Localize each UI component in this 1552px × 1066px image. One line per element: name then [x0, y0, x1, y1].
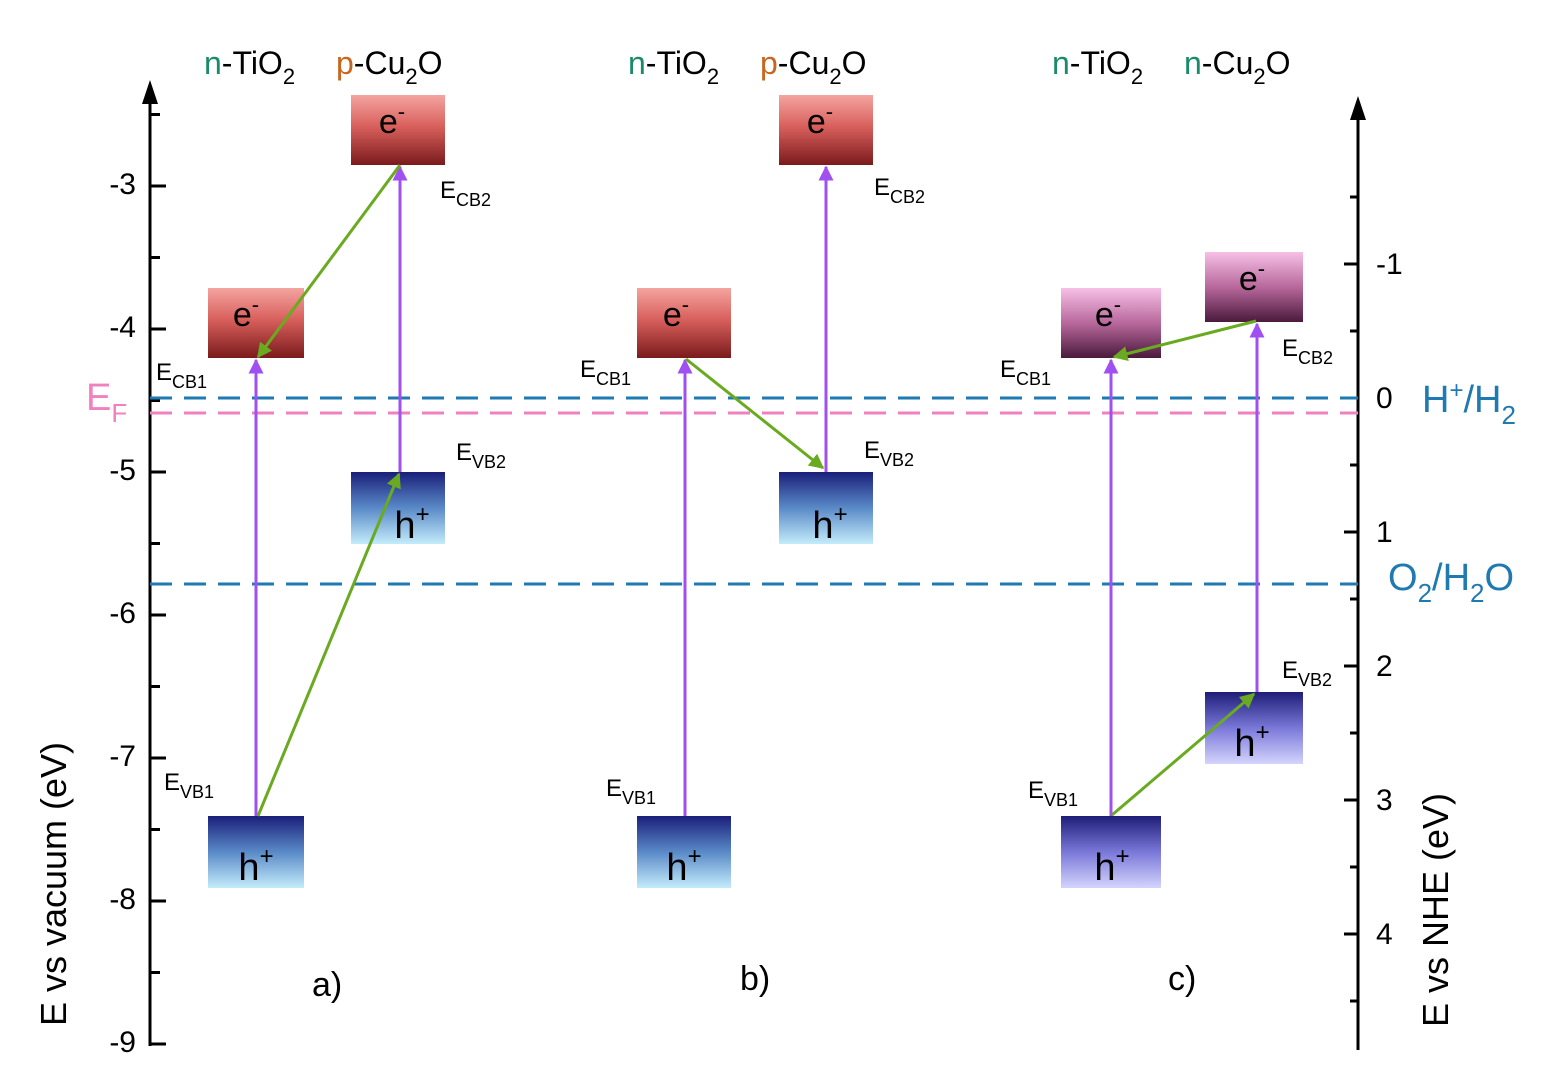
left-tick-label: -8 [109, 883, 136, 916]
panel-c: n-TiO2 n-Cu2O e- e- h+ h+ ECB1 EVB1 ECB2… [1000, 45, 1333, 998]
left-tick-label: -9 [109, 1026, 136, 1059]
panel-b-cb1-box [637, 288, 731, 358]
left-axis: -3 -4 -5 -6 -7 -8 -9 E vs vacuum (eV) [33, 80, 166, 1059]
right-axis: -1 0 1 2 3 4 E vs NHE (eV) [1344, 96, 1456, 1050]
panel-c-material-1: n-TiO2 [1052, 45, 1143, 89]
left-tick-label: -5 [109, 454, 136, 487]
panel-a-evb2-label: EVB2 [456, 439, 506, 472]
panel-b-evb2-label: EVB2 [864, 437, 914, 470]
left-tick-label: -7 [109, 740, 136, 773]
panel-a-cb2-electron: e- [379, 99, 405, 141]
right-tick-label: 0 [1376, 382, 1393, 415]
panel-b-vb1-hole: h+ [666, 843, 701, 889]
panel-a-vb1-hole: h+ [238, 843, 273, 889]
panel-a-electron-transfer [256, 164, 402, 359]
panel-c-cb1-box [1061, 288, 1161, 358]
left-tick-label: -4 [109, 311, 136, 344]
right-axis-title: E vs NHE (eV) [1415, 793, 1456, 1027]
right-axis-ticks [1344, 195, 1358, 1003]
panel-c-ecb1-label: ECB1 [1000, 356, 1051, 389]
panel-c-hole-transfer [1111, 692, 1256, 817]
o2-couple-label: O2/H2O [1388, 557, 1514, 608]
panel-a-cb1-electron: e- [233, 292, 259, 334]
h2-couple-label: H+/H2 [1422, 377, 1516, 430]
fermi-label: EF [86, 377, 127, 428]
panel-c-cb2-box [1205, 252, 1303, 322]
panel-a-cb1-box [208, 288, 304, 358]
right-tick-label: 3 [1376, 784, 1393, 817]
panel-b-ecb1-label: ECB1 [580, 356, 631, 389]
panel-b-material-2: p-Cu2O [760, 45, 867, 89]
left-tick-label: -6 [109, 597, 136, 630]
panel-c-ecb2-label: ECB2 [1282, 335, 1333, 368]
panel-b-cb1-electron: e- [663, 292, 689, 334]
right-tick-label: -1 [1376, 248, 1403, 281]
panel-b-material-1: n-TiO2 [628, 45, 719, 89]
panel-a-letter: a) [312, 966, 342, 1004]
right-axis-arrowhead [1350, 96, 1366, 120]
right-tick-label: 1 [1376, 516, 1393, 549]
panel-b-recombination-transfer [685, 357, 825, 470]
panel-b-ecb2-label: ECB2 [874, 174, 925, 207]
panel-b-cb2-box [779, 95, 873, 165]
panel-a-hole-transfer [256, 472, 401, 817]
panel-b-vb2-box [779, 472, 873, 544]
panel-c-vb1-hole: h+ [1094, 843, 1129, 889]
left-axis-title: E vs vacuum (eV) [33, 742, 74, 1026]
left-axis-ticks [150, 113, 166, 1046]
panel-b-vb1-box [637, 816, 731, 888]
left-axis-arrowhead [142, 80, 158, 104]
panel-b-evb1-label: EVB1 [606, 775, 656, 808]
panel-b-vb2-hole: h+ [812, 501, 847, 547]
panel-b-cb2-electron: e- [807, 99, 833, 141]
left-tick-label: -3 [109, 168, 136, 201]
panel-a-vb2-hole: h+ [394, 501, 429, 547]
panel-c-vb1-box [1061, 816, 1161, 888]
panel-b: n-TiO2 p-Cu2O e- e- h+ h+ ECB1 EVB1 ECB2… [580, 45, 925, 998]
panel-a-ecb2-label: ECB2 [440, 177, 491, 210]
panel-b-letter: b) [740, 960, 770, 998]
panel-a-material-2: p-Cu2O [336, 45, 443, 89]
panel-a-evb1-label: EVB1 [164, 769, 214, 802]
panel-c-evb1-label: EVB1 [1028, 777, 1078, 810]
panel-a-ecb1-label: ECB1 [156, 359, 207, 392]
panel-a-material-1: n-TiO2 [204, 45, 295, 89]
panel-a: n-TiO2 p-Cu2O e- e- h+ h+ ECB1 EVB1 ECB2… [156, 45, 506, 1004]
panel-c-material-2: n-Cu2O [1184, 45, 1291, 89]
panel-c-cb2-electron: e- [1239, 256, 1265, 298]
panel-c-electron-transfer [1112, 319, 1257, 361]
panel-a-vb1-box [208, 816, 304, 888]
panel-a-cb2-box [351, 95, 445, 165]
panel-c-cb1-electron: e- [1095, 292, 1121, 334]
panel-c-letter: c) [1168, 960, 1196, 998]
panel-c-evb2-label: EVB2 [1282, 657, 1332, 690]
panel-c-vb2-hole: h+ [1234, 719, 1269, 765]
right-tick-label: 2 [1376, 650, 1393, 683]
right-tick-label: 4 [1376, 918, 1393, 951]
